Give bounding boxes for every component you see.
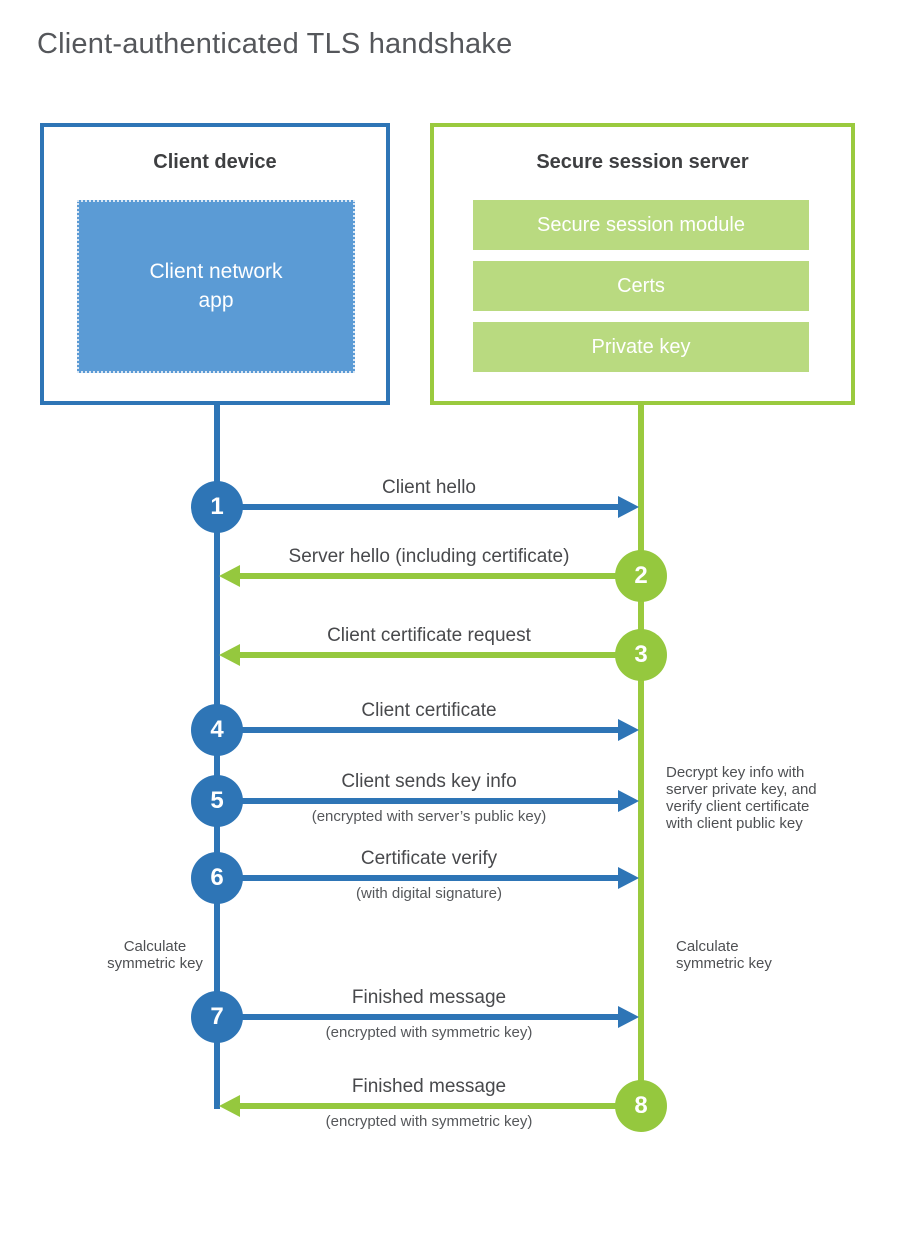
message-5-label: Client sends key info: [341, 771, 517, 792]
note-calculate-symmetric-key-server: Calculate symmetric key: [676, 938, 772, 972]
message-5-sublabel: (encrypted with server’s public key): [311, 808, 547, 825]
server-module-private-key: Private key: [473, 322, 809, 372]
arrow-shaft: [238, 875, 620, 881]
step-8-badge: 8: [615, 1080, 667, 1132]
arrow-shaft: [238, 1014, 620, 1020]
arrow-left-icon: [219, 565, 240, 587]
message-3-label: Client certificate request: [327, 625, 531, 646]
arrow-shaft: [238, 798, 620, 804]
page-title: Client-authenticated TLS handshake: [37, 28, 513, 60]
note-calculate-symmetric-key-client: Calculate symmetric key: [107, 938, 203, 972]
arrow-right-icon: [618, 790, 639, 812]
arrow-shaft: [240, 573, 620, 579]
client-lifeline: [214, 403, 220, 1109]
client-device-heading: Client device: [153, 151, 277, 173]
server-lifeline: [638, 403, 644, 1106]
arrow-left-icon: [219, 644, 240, 666]
message-2-label: Server hello (including certificate): [288, 546, 570, 567]
step-3-badge: 3: [615, 629, 667, 681]
message-4-label: Client certificate: [361, 700, 497, 721]
arrow-shaft: [240, 652, 620, 658]
client-network-app-box: Client network app: [77, 200, 355, 373]
arrow-right-icon: [618, 719, 639, 741]
step-2-badge: 2: [615, 550, 667, 602]
arrow-left-icon: [219, 1095, 240, 1117]
secure-session-server-heading: Secure session server: [536, 151, 749, 173]
message-8-label: Finished message: [351, 1076, 507, 1097]
step-7-badge: 7: [191, 991, 243, 1043]
step-1-badge: 1: [191, 481, 243, 533]
arrow-right-icon: [618, 867, 639, 889]
note-decrypt-key-info: Decrypt key info with server private key…: [666, 764, 817, 832]
arrow-shaft: [238, 504, 620, 510]
message-8-sublabel: (encrypted with symmetric key): [325, 1113, 533, 1130]
step-4-badge: 4: [191, 704, 243, 756]
message-7-sublabel: (encrypted with symmetric key): [325, 1024, 533, 1041]
message-7-label: Finished message: [351, 987, 507, 1008]
arrow-right-icon: [618, 496, 639, 518]
step-6-badge: 6: [191, 852, 243, 904]
arrow-shaft: [238, 727, 620, 733]
message-6-sublabel: (with digital signature): [356, 885, 502, 902]
server-module-certs: Certs: [473, 261, 809, 311]
arrow-right-icon: [618, 1006, 639, 1028]
arrow-shaft: [240, 1103, 620, 1109]
message-6-label: Certificate verify: [360, 848, 498, 869]
message-1-label: Client hello: [382, 477, 476, 498]
server-module-secure-session: Secure session module: [473, 200, 809, 250]
step-5-badge: 5: [191, 775, 243, 827]
